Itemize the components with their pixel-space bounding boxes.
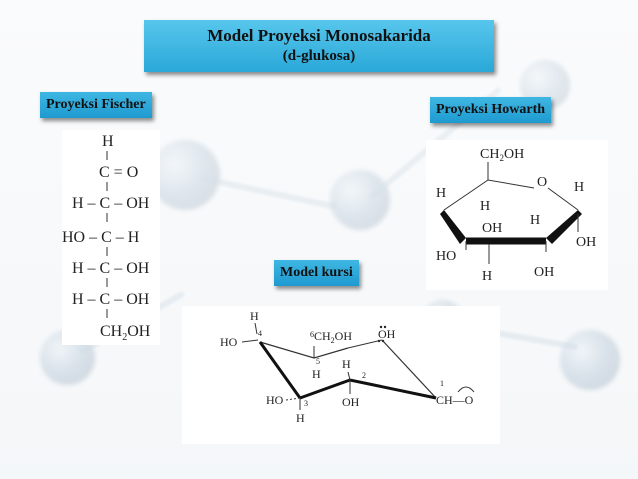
fischer-row5: H – C – OH	[72, 291, 150, 308]
title-line-2: (d-glukosa)	[282, 48, 356, 64]
kursi-h-c2: H	[342, 357, 351, 371]
kursi-ho-left: HO	[220, 335, 238, 349]
title-line-1: Model Proyeksi Monosakarida	[207, 26, 431, 45]
title-banner: Model Proyeksi Monosakarida (d-glukosa)	[144, 20, 494, 72]
howarth-ho-c4: HO	[436, 249, 456, 264]
kursi-h-c5: H	[312, 367, 321, 381]
kursi-num-1: 1	[440, 379, 444, 388]
fischer-top-h: H	[102, 133, 114, 150]
kursi-ho-c3: HO	[266, 393, 284, 407]
fischer-diagram: H C = O H – C – OH HO – C – H H – C – OH…	[62, 133, 151, 343]
howarth-ring-o: O	[537, 175, 547, 190]
fischer-ch2oh: CH2OH	[100, 323, 151, 343]
kursi-ch2oh: 6CH2OH	[310, 329, 352, 345]
howarth-h-c3: H	[482, 269, 492, 284]
howarth-oh-c2: OH	[534, 265, 554, 280]
kursi-oh-c2: OH	[342, 395, 360, 409]
fischer-row4: H – C – OH	[72, 260, 150, 277]
howarth-ch2oh: CH2OH	[480, 147, 524, 163]
howarth-oh-c1: OH	[576, 235, 596, 250]
howarth-oh-c4-ring: OH	[482, 221, 502, 236]
kursi-num-3: 3	[304, 399, 308, 408]
label-fischer: Proyeksi Fischer	[40, 92, 152, 118]
label-howarth: Proyeksi Howarth	[430, 97, 552, 123]
howarth-h-c3-ring: H	[530, 213, 540, 228]
label-kursi: Model kursi	[274, 260, 359, 286]
kursi-panel: H HO 4 6CH2OH OH 5 H H 2 HO 3 H	[182, 306, 500, 444]
howarth-h-c5: H	[436, 186, 446, 201]
kursi-num-4: 4	[258, 329, 262, 338]
kursi-oh-ring: OH	[378, 327, 396, 341]
kursi-h-top: H	[250, 309, 259, 323]
howarth-h-c1: H	[574, 180, 584, 195]
fischer-panel: H C = O H – C – OH HO – C – H H – C – OH…	[62, 130, 160, 345]
kursi-h-c3: H	[296, 411, 305, 425]
kursi-diagram: H HO 4 6CH2OH OH 5 H H 2 HO 3 H	[220, 309, 475, 425]
fischer-row3: HO – C – H	[62, 229, 140, 246]
howarth-panel: CH2OH O H H H OH H HO OH H OH	[426, 140, 608, 290]
howarth-diagram: CH2OH O H H H OH H HO OH H OH	[436, 147, 596, 284]
howarth-h-c4: H	[480, 199, 490, 214]
kursi-cho: CH—O	[436, 393, 474, 407]
kursi-num-5: 5	[316, 357, 320, 366]
fischer-row2: H – C – OH	[72, 195, 150, 212]
kursi-num-2: 2	[362, 371, 366, 380]
fischer-c1: C = O	[99, 164, 138, 181]
